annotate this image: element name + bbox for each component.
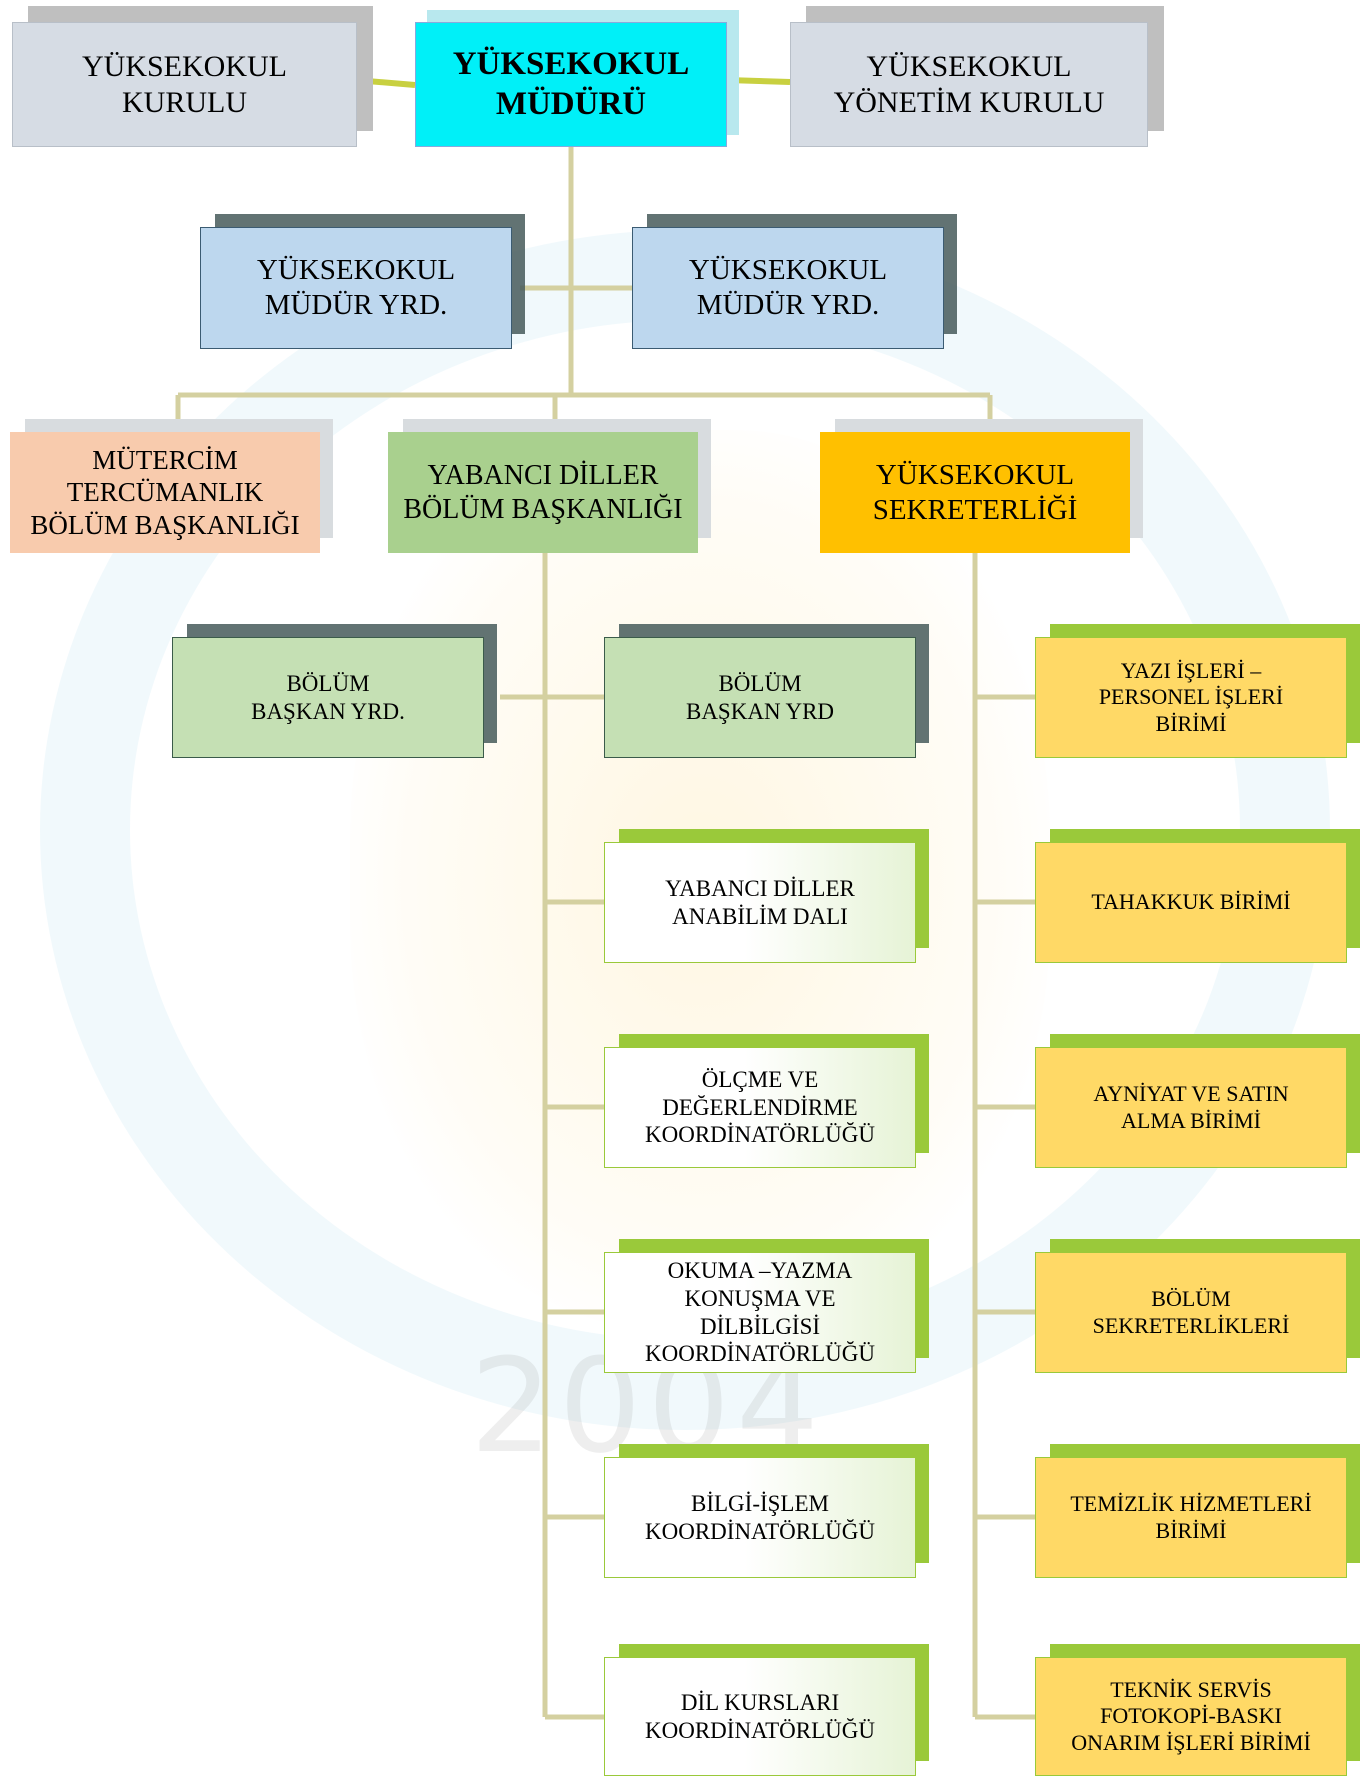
vice-chair-right-line: BÖLÜM — [718, 670, 802, 696]
executive-board-line: YÜKSEKOKUL — [866, 49, 1072, 83]
vice-chair-left-line: BAŞKAN YRD. — [251, 698, 405, 724]
unit-line: BİRİMİ — [1155, 710, 1227, 736]
unit-line: ÖLÇME VE — [701, 1067, 819, 1093]
unit-line: KONUŞMA VE — [684, 1285, 836, 1311]
unit-line: DEĞERLENDİRME — [662, 1094, 858, 1120]
director-line: MÜDÜRÜ — [495, 85, 647, 122]
unit-line: DİLBİLGİSİ — [699, 1313, 821, 1339]
languages-line: YABANCI DİLLER — [427, 459, 659, 491]
unit-line: YABANCI DİLLER — [665, 875, 855, 901]
unit-line: FOTOKOPİ-BASKI — [1100, 1703, 1282, 1729]
unit-line: ONARIM İŞLERİ BİRİMİ — [1071, 1729, 1311, 1755]
unit-line: PERSONEL İŞLERİ — [1098, 684, 1284, 710]
unit-line: TAHAKKUK BİRİMİ — [1091, 889, 1291, 915]
school-council-line: YÜKSEKOKUL — [82, 49, 287, 83]
unit-line: KOORDİNATÖRLÜĞÜ — [645, 1717, 875, 1743]
vice-chair-left-line: BÖLÜM — [286, 670, 370, 696]
unit-line: TEMİZLİK HİZMETLERİ — [1070, 1491, 1312, 1517]
unit-line: BÖLÜM — [1151, 1286, 1231, 1312]
secretariat-line: YÜKSEKOKUL — [875, 458, 1075, 491]
deputy-right-line: YÜKSEKOKUL — [688, 254, 888, 287]
unit-line: KOORDİNATÖRLÜĞÜ — [645, 1122, 875, 1148]
deputy-left-line: MÜDÜR YRD. — [264, 289, 448, 321]
unit-line: BİLGİ-İŞLEM — [691, 1490, 829, 1516]
languages-line: BÖLÜM BAŞKANLIĞI — [403, 493, 683, 525]
vice-chair-right-line: BAŞKAN YRD — [685, 698, 835, 724]
unit-line: SEKRETERLİKLERİ — [1092, 1312, 1290, 1338]
unit-line: YAZI İŞLERİ – — [1120, 657, 1262, 683]
unit-line: ALMA BİRİMİ — [1121, 1107, 1261, 1133]
unit-line: ANABİLİM DALI — [672, 903, 848, 929]
translation-line: MÜTERCİM — [92, 444, 238, 475]
translation-line: TERCÜMANLIK — [66, 477, 264, 508]
unit-line: TEKNİK SERVİS — [1110, 1676, 1272, 1702]
deputy-right-line: MÜDÜR YRD. — [696, 289, 880, 321]
unit-line: OKUMA –YAZMA — [667, 1258, 853, 1284]
unit-line: KOORDİNATÖRLÜĞÜ — [645, 1518, 875, 1544]
unit-line: KOORDİNATÖRLÜĞÜ — [645, 1341, 875, 1367]
secretariat-line: SEKRETERLİĞİ — [872, 493, 1078, 526]
school-council-line: KURULU — [122, 85, 247, 119]
unit-line: DİL KURSLARI — [680, 1689, 840, 1715]
unit-line: BİRİMİ — [1155, 1517, 1227, 1543]
director-line: YÜKSEKOKUL — [452, 45, 690, 82]
deputy-left-line: YÜKSEKOKUL — [256, 254, 456, 287]
translation-line: BÖLÜM BAŞKANLIĞI — [30, 509, 300, 540]
executive-board-line: YÖNETİM KURULU — [833, 85, 1105, 119]
accrual-unit-box: TAHAKKUK BİRİMİ — [1035, 842, 1347, 963]
unit-line: AYNİYAT VE SATIN — [1093, 1081, 1289, 1107]
